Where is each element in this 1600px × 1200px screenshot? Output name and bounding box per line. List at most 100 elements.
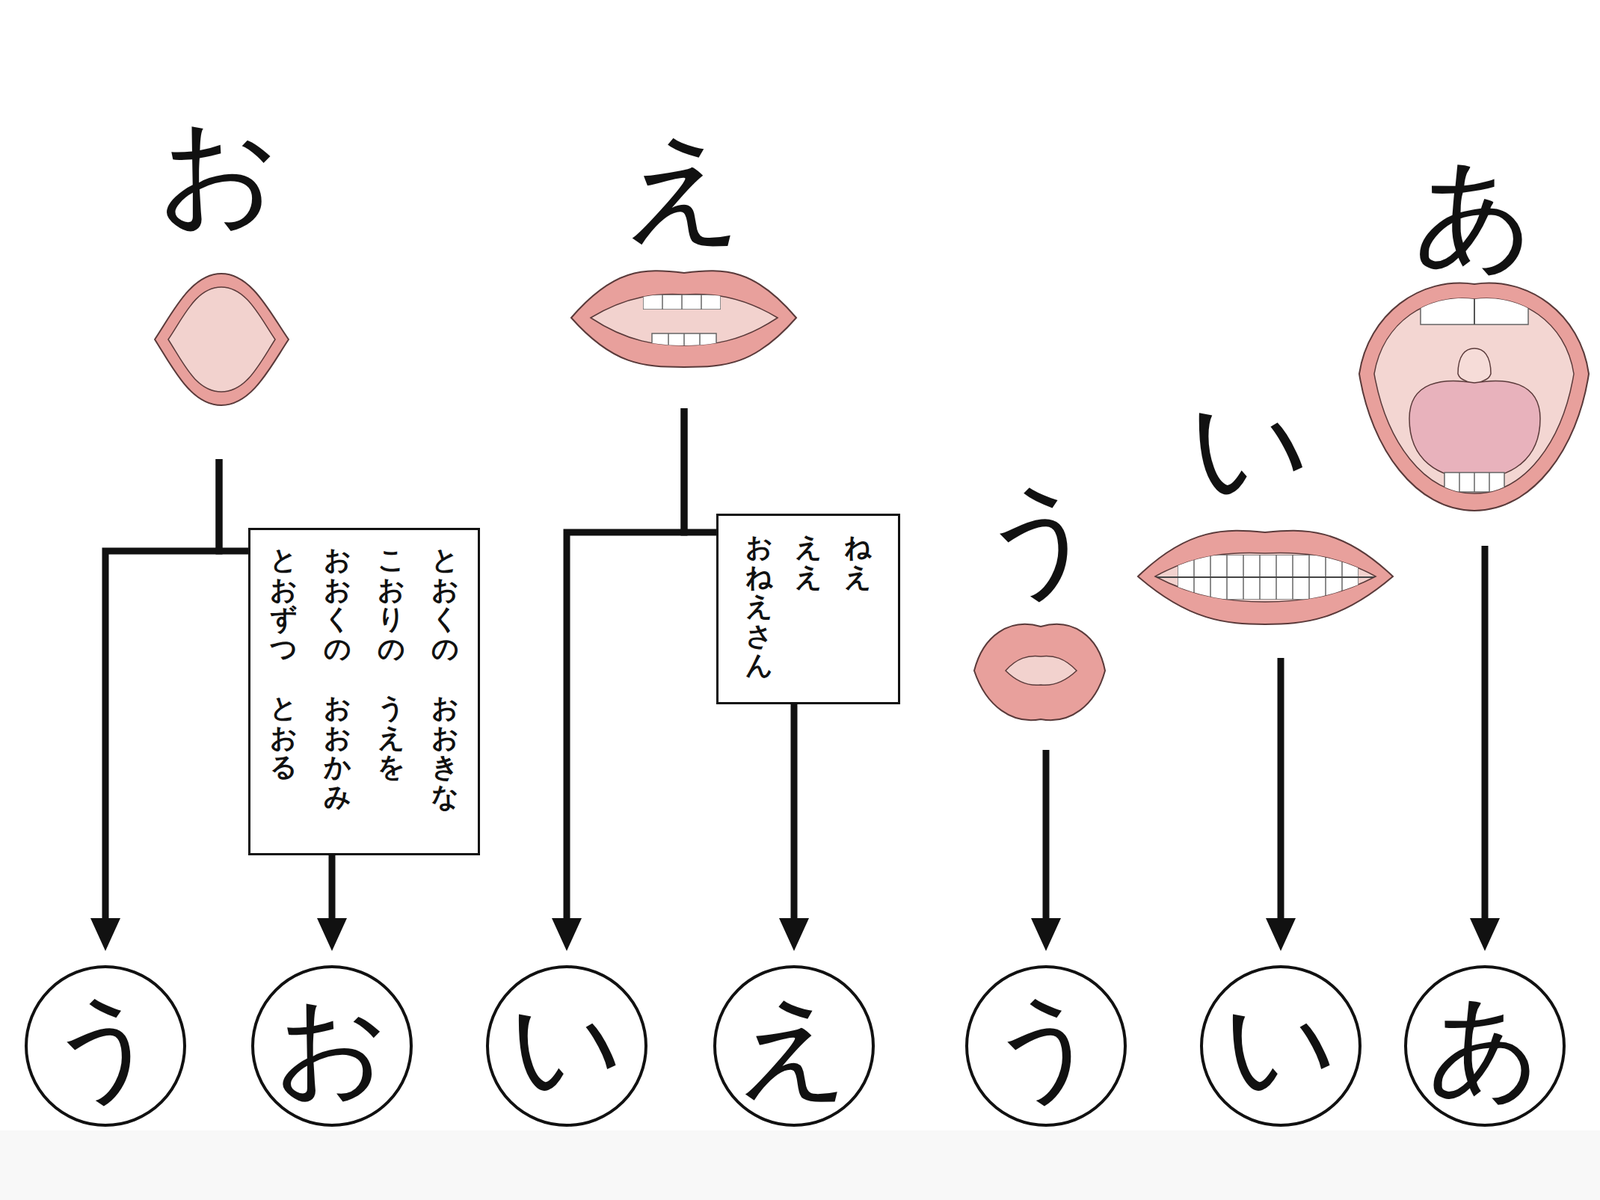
vertical-char: え xyxy=(745,591,773,622)
connector-line xyxy=(791,704,798,922)
mouth-u xyxy=(974,624,1106,720)
circle-outline xyxy=(1201,966,1360,1126)
vertical-char xyxy=(269,663,297,694)
circle-outline xyxy=(714,966,874,1126)
arrowhead xyxy=(317,918,347,952)
vertical-char: ず xyxy=(269,604,297,635)
mouth-i xyxy=(1155,552,1376,602)
connector-arrow xyxy=(90,459,220,952)
vertical-char: お xyxy=(323,722,351,753)
vertical-char: と xyxy=(269,545,297,575)
circle-outline xyxy=(252,966,412,1126)
connector-arrow xyxy=(1265,657,1296,952)
mouth-i xyxy=(1155,576,1376,578)
vertical-char xyxy=(323,663,351,694)
mouth-u xyxy=(1005,656,1077,686)
vertical-char: み xyxy=(323,782,351,812)
circle-outline xyxy=(1405,966,1565,1126)
vertical-char: え xyxy=(794,562,822,593)
mouth-e xyxy=(668,333,700,347)
vowel-label: え xyxy=(616,127,752,409)
mouth-a xyxy=(1409,380,1541,479)
vertical-char: く xyxy=(431,604,459,635)
vertical-char: の xyxy=(323,634,351,664)
answer-circle: あ xyxy=(1403,964,1567,1128)
mouth-e xyxy=(642,294,721,347)
vertical-char: つ xyxy=(269,634,297,664)
vertical-char: り xyxy=(377,604,405,635)
answer-letter: い xyxy=(509,989,625,1103)
vowel-letter: え xyxy=(616,127,752,247)
answer-circle: お xyxy=(250,964,414,1128)
connector-arrow xyxy=(779,704,809,952)
vertical-char: と xyxy=(431,545,459,575)
vertical-char: く xyxy=(323,604,351,635)
vowel-label: あ xyxy=(1407,153,1542,546)
mouth-u xyxy=(974,624,1106,720)
mouth-e xyxy=(571,270,797,368)
vertical-char: お xyxy=(323,574,351,605)
connector-line xyxy=(1481,545,1489,922)
vowel-letter: あ xyxy=(1407,153,1542,273)
arrowhead xyxy=(1265,918,1296,952)
vowel-label: い xyxy=(1182,387,1318,658)
answer-circle: い xyxy=(1199,964,1363,1128)
text-box: とおくの おおきなこおりの うえをおおくの おおかみとおずつ とおる xyxy=(248,527,480,856)
vertical-char: お xyxy=(269,574,297,605)
connector-line xyxy=(566,408,685,922)
connector-arrow xyxy=(551,408,685,952)
vertical-char: お xyxy=(431,722,459,753)
vowel-letter: お xyxy=(151,112,287,232)
answer-circle: え xyxy=(712,964,876,1128)
mouth-e xyxy=(642,294,721,310)
mouth-i xyxy=(1155,554,1376,600)
vertical-char: お xyxy=(323,693,351,723)
vertical-text: おおくの おおかみ xyxy=(323,545,351,812)
vertical-char: こ xyxy=(377,545,405,575)
mouth-o xyxy=(154,273,289,406)
vertical-char xyxy=(377,663,405,694)
connector-arrow xyxy=(317,855,347,952)
mouth-a xyxy=(1359,283,1589,511)
vowel-label: お xyxy=(151,112,287,460)
circle-outline xyxy=(487,966,646,1126)
mouth-a xyxy=(1420,297,1529,325)
answer-letter: あ xyxy=(1427,989,1543,1103)
vertical-text: ねえ xyxy=(844,532,872,592)
vertical-char: の xyxy=(431,634,459,664)
arrowhead xyxy=(1031,918,1061,952)
vertical-text: おねえさん xyxy=(745,532,773,681)
answer-letter: え xyxy=(736,989,852,1103)
text-box: ねえええおねえさん xyxy=(716,513,901,705)
vertical-char: え xyxy=(794,532,822,563)
bottom-band xyxy=(0,1130,1600,1200)
vertical-char: な xyxy=(431,782,459,812)
vertical-char: ね xyxy=(745,562,773,593)
mouth-a xyxy=(1444,472,1505,492)
vertical-char: お xyxy=(431,574,459,605)
vertical-text: こおりの うえを xyxy=(377,545,405,783)
answer-letter: う xyxy=(988,989,1104,1103)
arrowhead xyxy=(779,918,809,952)
answer-letter: う xyxy=(47,989,163,1103)
connector-line xyxy=(219,459,249,552)
vertical-char: お xyxy=(377,574,405,605)
connector-line xyxy=(105,459,220,922)
mouth-e xyxy=(651,333,717,347)
arrowhead xyxy=(1469,918,1500,952)
vertical-char: さ xyxy=(745,621,773,652)
vertical-text: とおくの おおきな xyxy=(431,545,459,812)
mouth-i xyxy=(1137,530,1393,625)
vertical-char: を xyxy=(377,752,405,783)
mouth-o xyxy=(168,287,276,392)
vowel-label: う xyxy=(973,478,1109,750)
mouth-a xyxy=(1473,297,1476,325)
vertical-char: の xyxy=(377,634,405,664)
vertical-char: お xyxy=(269,722,297,753)
vertical-char: お xyxy=(431,693,459,723)
connector-line xyxy=(328,855,336,922)
connector-line xyxy=(684,408,717,533)
vertical-char: と xyxy=(269,693,297,723)
arrowhead xyxy=(90,918,121,952)
